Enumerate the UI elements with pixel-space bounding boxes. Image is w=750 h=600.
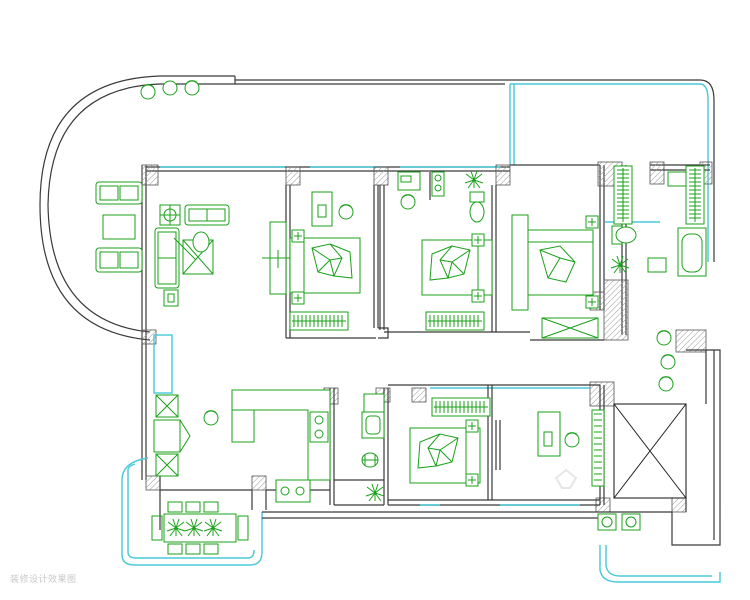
washing-machine-icon bbox=[597, 513, 641, 531]
master-bedroom bbox=[511, 214, 599, 339]
master-bath bbox=[610, 165, 707, 277]
elevator-shaft-icon bbox=[613, 403, 687, 499]
east-bay bbox=[685, 349, 707, 512]
interior-walls-south bbox=[159, 384, 605, 530]
east-chairs bbox=[656, 330, 676, 392]
sofa-icon bbox=[95, 181, 143, 273]
toilet-icon bbox=[611, 225, 637, 245]
living-room-set bbox=[154, 204, 230, 307]
bedroom-2 bbox=[397, 170, 493, 331]
dining-table-icon bbox=[151, 501, 249, 555]
chair-icon bbox=[140, 80, 200, 100]
toilet-icon bbox=[361, 452, 379, 468]
bedroom-1 bbox=[262, 191, 361, 331]
dining-bay bbox=[121, 457, 610, 566]
balcony-arc bbox=[39, 75, 235, 341]
south-east-outline bbox=[599, 349, 721, 583]
bedroom-3 bbox=[409, 397, 501, 487]
left-window bbox=[153, 334, 191, 477]
guest-bath bbox=[361, 393, 385, 502]
study bbox=[537, 409, 605, 489]
toilet-icon bbox=[469, 191, 485, 223]
kitchen bbox=[203, 389, 331, 503]
watermark: 装修设计效果图 bbox=[10, 574, 77, 584]
north-balcony bbox=[234, 76, 715, 262]
bathtub-icon bbox=[677, 227, 707, 277]
